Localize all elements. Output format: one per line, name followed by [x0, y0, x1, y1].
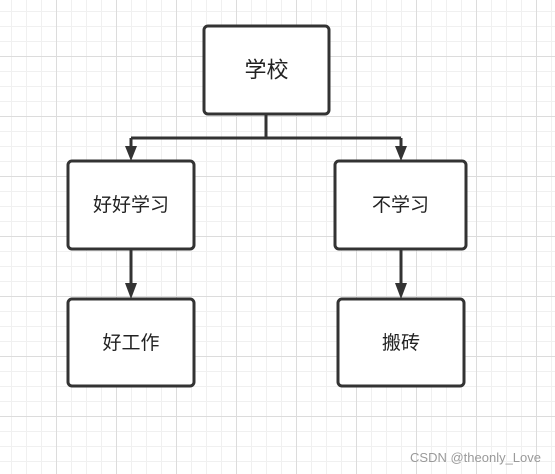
node-study-hard-label: 好好学习	[93, 194, 169, 216]
node-school[interactable]: 学校	[202, 24, 331, 116]
node-good-job[interactable]: 好工作	[66, 297, 196, 388]
node-good-job-box	[66, 297, 196, 388]
node-move-bricks-box	[336, 297, 466, 388]
node-move-bricks[interactable]: 搬砖	[336, 297, 466, 388]
node-move-bricks-label: 搬砖	[382, 332, 420, 354]
node-study-hard-box	[66, 159, 196, 251]
node-no-study-label: 不学习	[372, 194, 429, 216]
arrowhead-move-bricks	[395, 283, 407, 299]
node-no-study-box	[333, 159, 468, 251]
node-study-hard[interactable]: 好好学习	[66, 159, 196, 251]
edges-layer	[125, 115, 407, 299]
arrowhead-no-study	[395, 146, 407, 161]
nodes-layer: 学校 好好学习 不学习 好工作 搬砖	[66, 24, 468, 388]
watermark-text: CSDN @theonly_Love	[410, 450, 541, 465]
arrowhead-good-job	[125, 283, 137, 299]
node-school-box	[202, 24, 331, 116]
node-school-label: 学校	[244, 59, 288, 84]
node-no-study[interactable]: 不学习	[333, 159, 468, 251]
arrowhead-study-hard	[125, 146, 137, 161]
node-good-job-label: 好工作	[102, 332, 159, 354]
